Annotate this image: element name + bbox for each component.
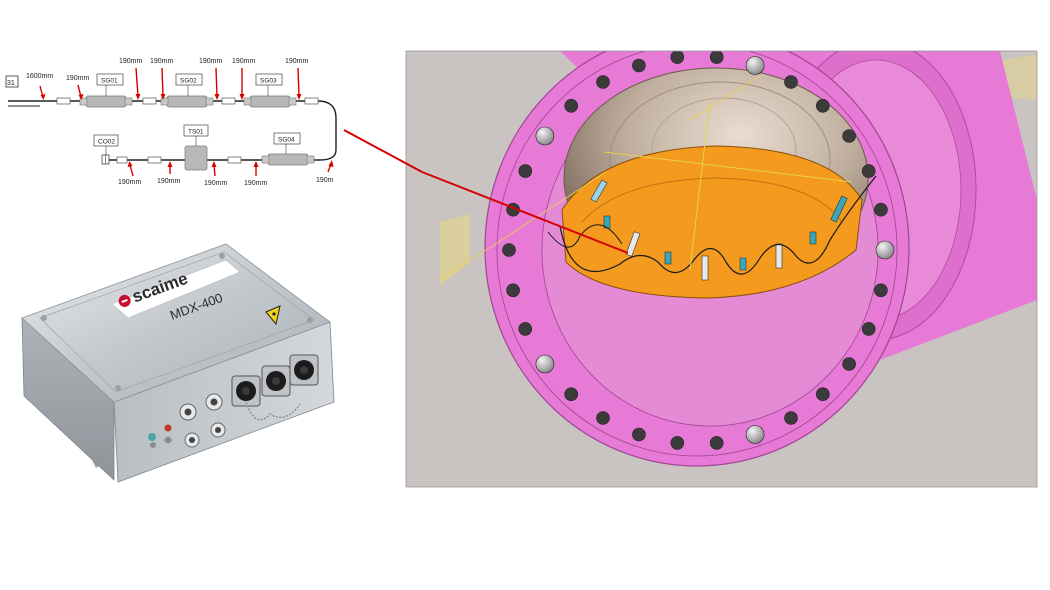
- bolt-hole: [815, 387, 830, 402]
- sensor-sg03: SG03: [243, 73, 297, 108]
- connector-co02: CO02: [93, 134, 119, 165]
- bolt-hole: [632, 58, 646, 73]
- sensor-sg01: SG01: [79, 73, 133, 108]
- flange-render: [405, 50, 1038, 488]
- start-tag-box: [5, 75, 19, 88]
- laser-warning-icon: [265, 305, 281, 326]
- bolt-hole: [632, 427, 646, 442]
- guide-plane: [440, 214, 470, 286]
- connector-co02-label: CO02: [98, 139, 115, 146]
- spacing-label: 190mm: [150, 58, 174, 65]
- sensor-sg04: SG04: [261, 132, 315, 166]
- splice: [116, 156, 128, 164]
- axis-line: [689, 99, 711, 271]
- cable-top: [8, 100, 337, 161]
- bolt-holes: [502, 51, 895, 450]
- splice: [221, 97, 236, 105]
- bolt-hole: [564, 387, 579, 402]
- bolt-hole: [875, 240, 895, 260]
- ring-gauges: [590, 179, 848, 281]
- splice: [56, 97, 71, 105]
- bolt-hole: [709, 436, 724, 450]
- spacing-label: 190mm: [118, 179, 142, 186]
- spacing-label: 190mm: [199, 58, 223, 65]
- wiring-diagram: 31 1600mm SG01 SG02: [5, 58, 337, 187]
- sensor-ts01-label: TS01: [188, 129, 204, 136]
- bolt-hole: [596, 411, 610, 425]
- bolt-hole: [842, 357, 856, 371]
- spacing-label: 190mm: [204, 180, 228, 187]
- bolt-hole: [745, 425, 765, 444]
- splice: [147, 156, 162, 164]
- bolt-hole: [815, 99, 830, 113]
- spacing-label: 190mm: [66, 75, 90, 82]
- spacing-label: 190mm: [285, 58, 309, 65]
- bolt-hole: [518, 322, 533, 336]
- lead-length-label: 1600mm: [26, 73, 53, 80]
- device-connectors: [148, 354, 319, 448]
- axis-line: [603, 151, 853, 183]
- bolt-hole: [535, 354, 555, 374]
- spacing-label: 190m: [316, 177, 334, 184]
- sensor-sg03-label: SG03: [260, 78, 277, 85]
- bolt-hole: [670, 51, 685, 64]
- bolt-hole: [596, 75, 610, 89]
- spacing-label: 190mm: [157, 178, 181, 185]
- bolt-hole: [745, 56, 765, 75]
- bolt-hole: [861, 164, 876, 178]
- device-label-plate: [111, 259, 241, 319]
- start-tag: 31: [7, 80, 15, 87]
- device-top-face: [21, 243, 331, 403]
- bolt-hole: [670, 436, 685, 450]
- bolt-hole: [564, 99, 579, 113]
- bolt-hole: [842, 129, 856, 143]
- callout-line: [343, 129, 629, 254]
- splice: [227, 156, 242, 164]
- sensor-sg01-label: SG01: [101, 78, 118, 85]
- ring-cable: [559, 175, 877, 275]
- splice: [142, 97, 157, 105]
- spacing-label: 190mm: [232, 58, 256, 65]
- bolt-hole: [861, 322, 876, 336]
- bolt-hole: [709, 51, 724, 64]
- bolt-hole: [535, 126, 555, 146]
- bolt-hole: [784, 411, 798, 425]
- spacing-label: 190mm: [244, 180, 268, 187]
- device-photo: scaime MDX-400: [21, 243, 335, 483]
- bolt-hole: [874, 283, 888, 298]
- bolt-hole: [506, 283, 520, 298]
- sensor-sg02: SG02: [160, 73, 214, 108]
- bolt-hole: [502, 243, 516, 257]
- splice: [304, 97, 319, 105]
- spacing-label: 190mm: [119, 58, 143, 65]
- bolt-hole: [784, 75, 798, 89]
- bolt-hole: [874, 202, 888, 217]
- sensor-sg02-label: SG02: [180, 78, 197, 85]
- sensor-sg04-label: SG04: [278, 137, 295, 144]
- spacing-markers: [39, 67, 334, 177]
- bolt-hole: [518, 164, 533, 178]
- sensor-ts01: TS01: [183, 124, 209, 171]
